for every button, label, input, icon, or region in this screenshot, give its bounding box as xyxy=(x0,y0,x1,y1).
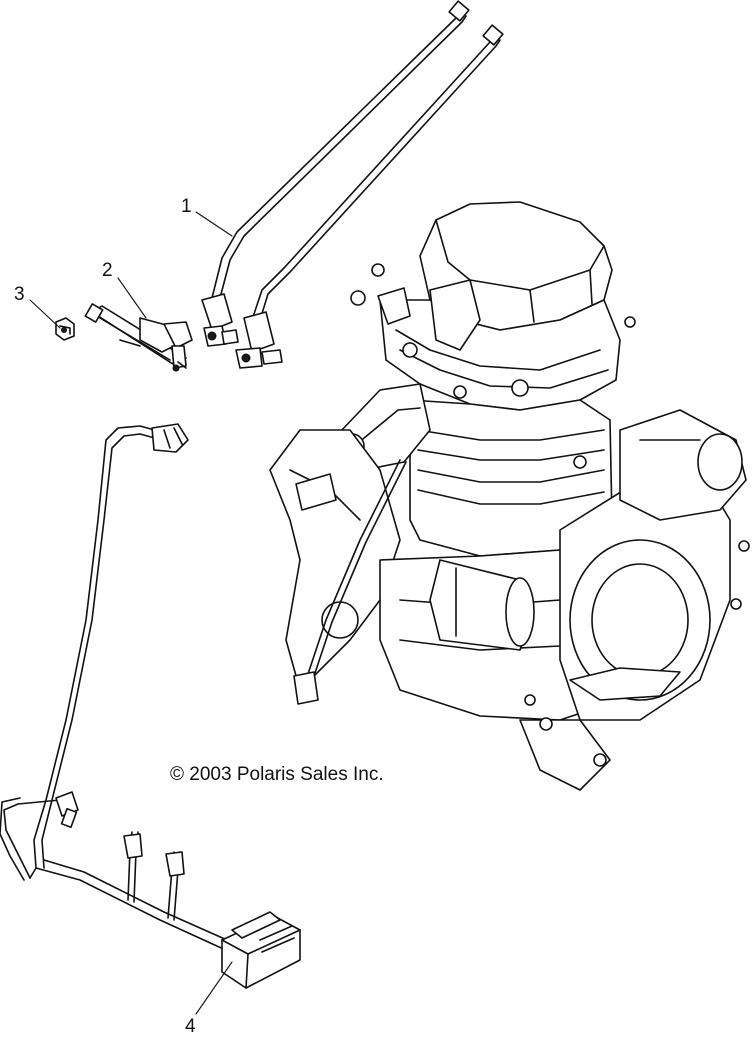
callout-4: 4 xyxy=(185,1016,196,1036)
callout-3: 3 xyxy=(14,284,25,305)
engine-assembly xyxy=(269,201,750,791)
callout-2: 2 xyxy=(102,260,113,281)
callout-1: 1 xyxy=(181,196,192,217)
copyright-notice: © 2003 Polaris Sales Inc. xyxy=(170,764,384,785)
wiring-harness xyxy=(0,423,301,989)
nut xyxy=(55,317,75,341)
spark-plug-wires xyxy=(201,0,504,369)
leader-lines xyxy=(29,211,233,1015)
ignition-coil xyxy=(84,303,193,372)
